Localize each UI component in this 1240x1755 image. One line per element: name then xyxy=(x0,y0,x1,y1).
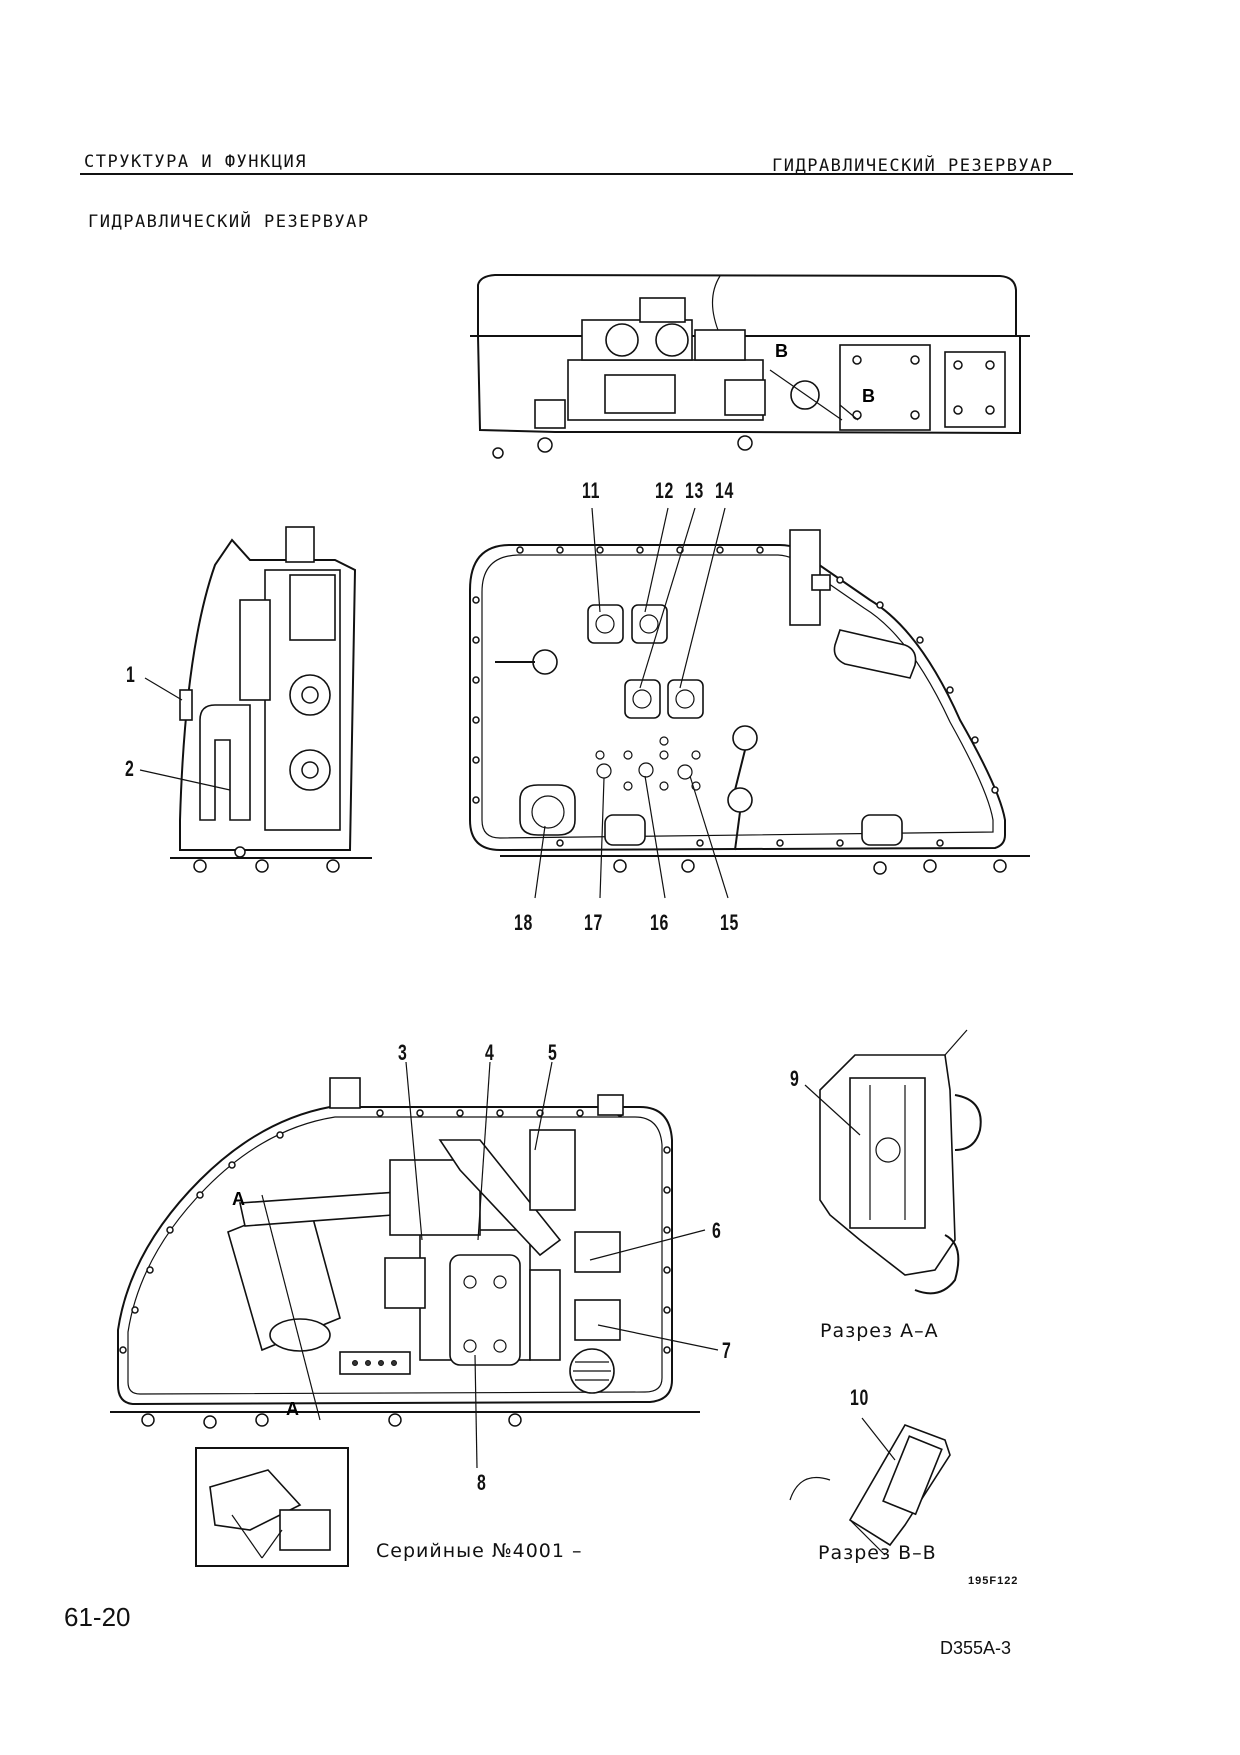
section-aa-caption: Разрез A–A xyxy=(820,1320,939,1342)
callout-14: 14 xyxy=(715,478,735,503)
callout-11: 11 xyxy=(582,478,601,503)
header-chapter: ГИДРАВЛИЧЕСКИЙ РЕЗЕРВУАР xyxy=(772,156,1054,176)
header-section: СТРУКТУРА И ФУНКЦИЯ xyxy=(84,152,307,172)
header-rule xyxy=(80,173,1073,175)
callout-10: 10 xyxy=(850,1385,870,1410)
section-aa-detail xyxy=(804,1029,982,1295)
callout-6: 6 xyxy=(712,1218,722,1243)
section-bb-caption: Разрез B–B xyxy=(818,1542,937,1564)
perimeter-bolts xyxy=(472,546,999,847)
section-mark-b-plate: B xyxy=(862,386,875,406)
callout-15: 15 xyxy=(720,910,740,935)
serial-caption: Серийные №4001 – xyxy=(376,1540,583,1562)
callout-12: 12 xyxy=(655,478,675,503)
section-bb-detail xyxy=(789,1417,951,1556)
callout-3: 3 xyxy=(398,1040,408,1065)
lower-perimeter-bolts xyxy=(119,1109,671,1354)
section-mark-a-bottom: A xyxy=(286,1399,299,1419)
tank-top-view: B B xyxy=(470,273,1030,459)
model-code: D355A-3 xyxy=(940,1638,1012,1658)
callout-16: 16 xyxy=(650,910,670,935)
tank-lower-view: A A xyxy=(110,1061,719,1469)
drawing-code: 195F122 xyxy=(968,1575,1019,1587)
inset-detail xyxy=(195,1447,349,1567)
callout-1: 1 xyxy=(126,662,136,687)
callout-2: 2 xyxy=(125,756,135,781)
section-mark-b-top: B xyxy=(775,341,788,361)
callout-9: 9 xyxy=(790,1066,800,1091)
callout-8: 8 xyxy=(477,1470,487,1495)
callout-5: 5 xyxy=(548,1040,558,1065)
callout-4: 4 xyxy=(485,1040,495,1065)
callout-13: 13 xyxy=(685,478,705,503)
callout-17: 17 xyxy=(584,910,604,935)
callout-7: 7 xyxy=(722,1338,732,1363)
tank-front-view xyxy=(469,507,1030,899)
tank-side-view xyxy=(139,526,372,873)
callout-18: 18 xyxy=(514,910,534,935)
section-mark-a-top: A xyxy=(232,1189,245,1209)
page-number: 61-20 xyxy=(64,1602,131,1632)
page-title: ГИДРАВЛИЧЕСКИЙ РЕЗЕРВУАР xyxy=(88,212,370,232)
